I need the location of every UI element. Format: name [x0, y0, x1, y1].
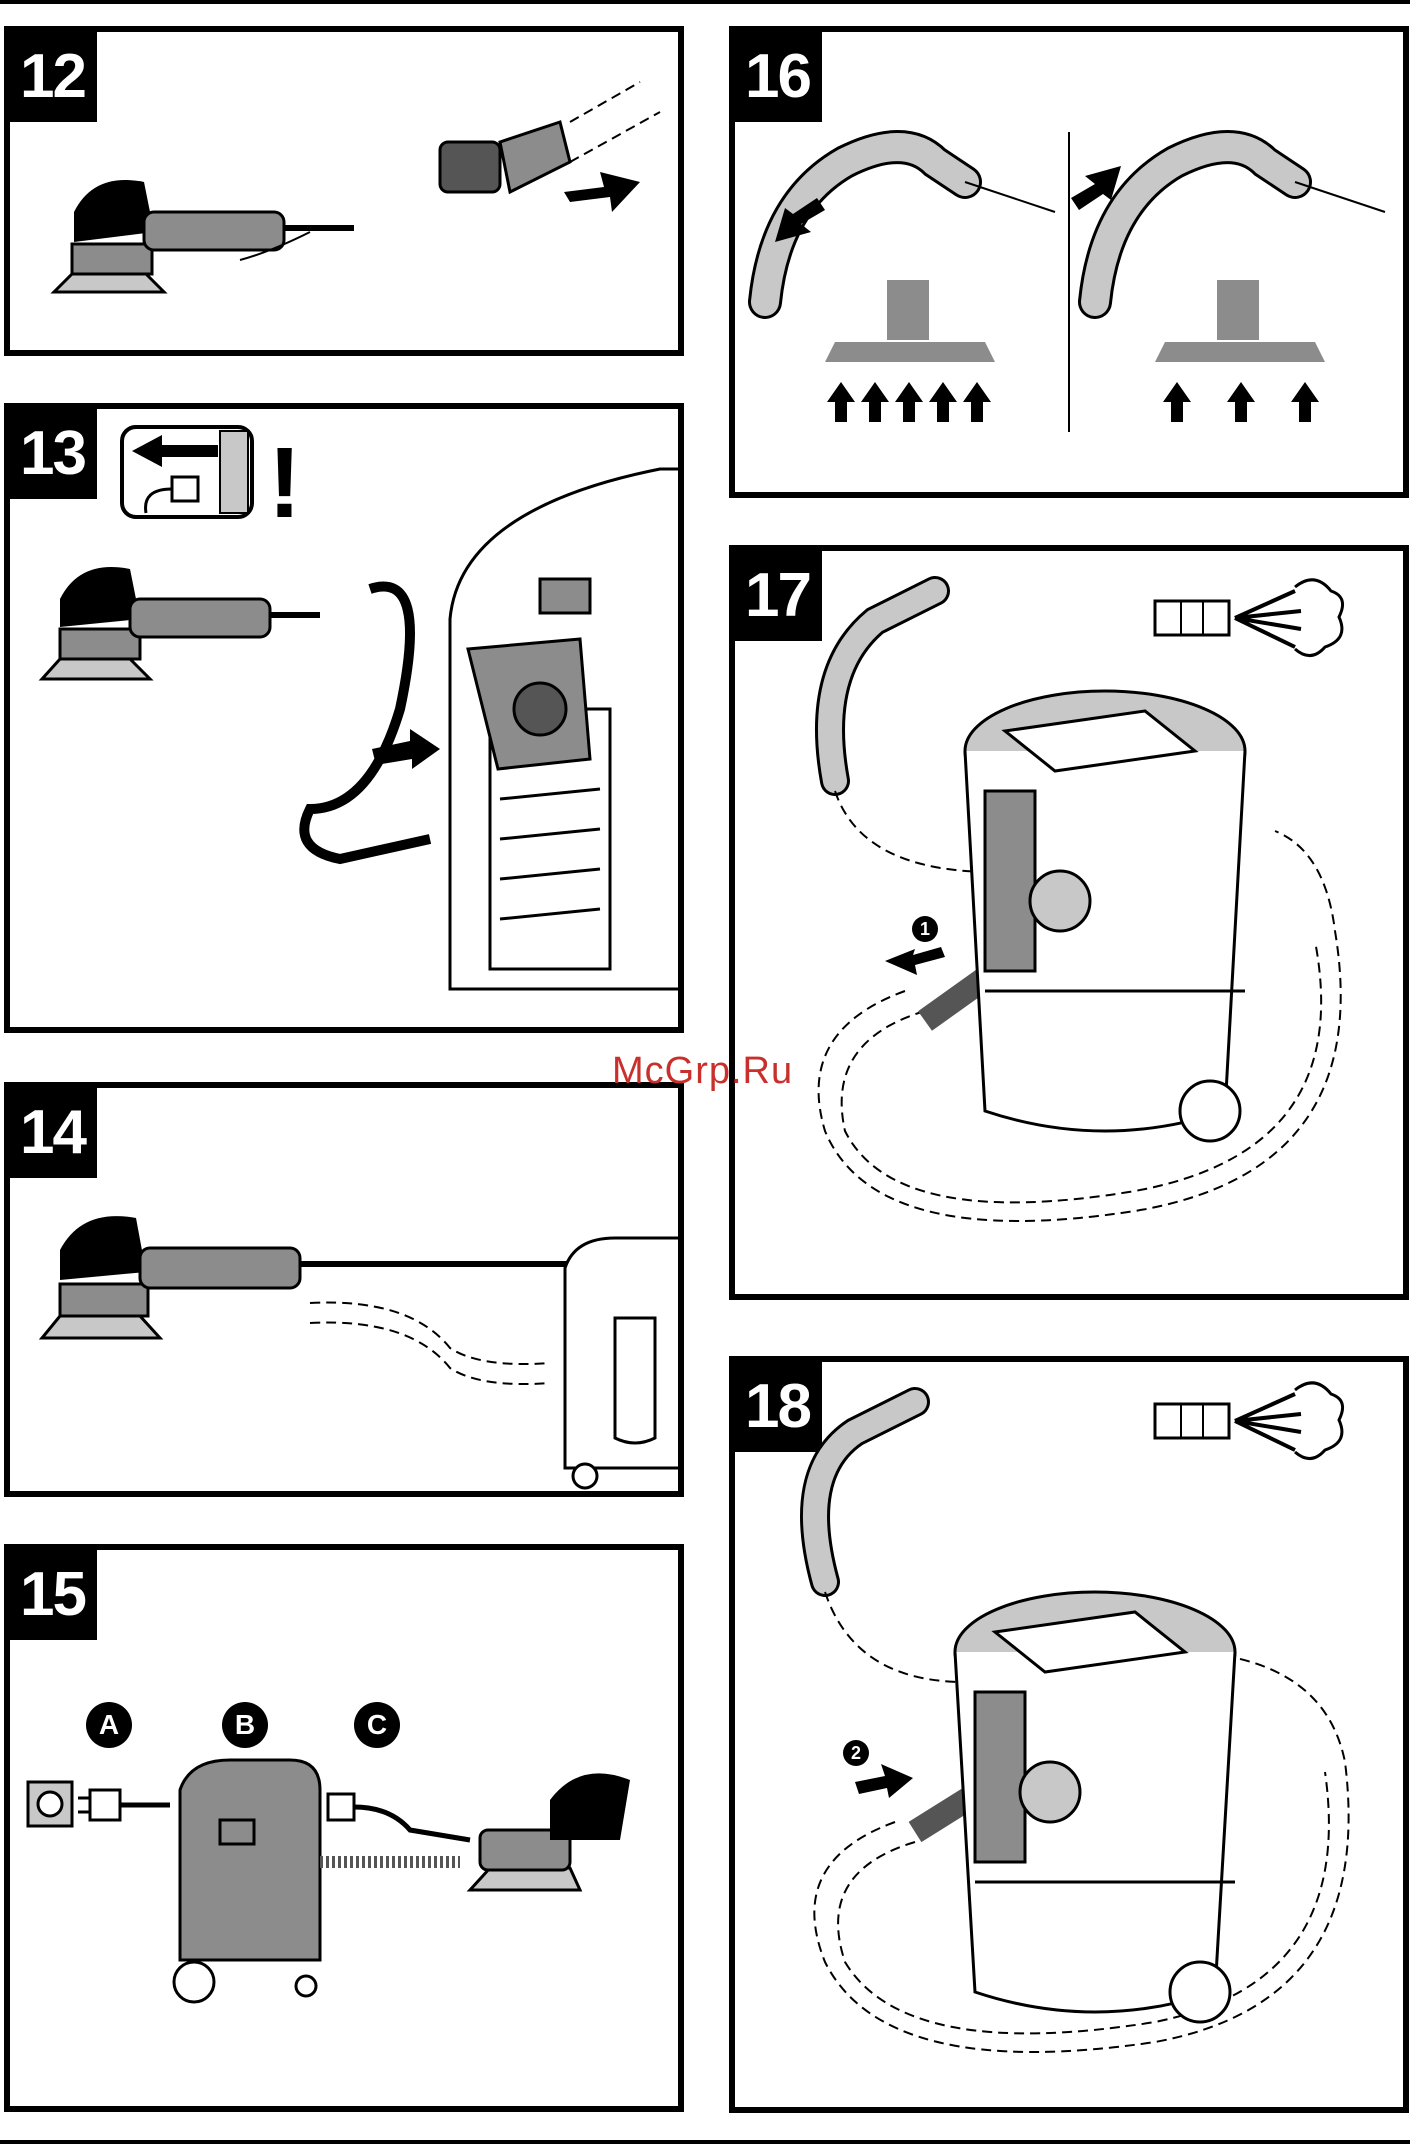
- vacuum-icon: [965, 691, 1245, 1141]
- plug-icon: [78, 1790, 170, 1820]
- plug-icon: [122, 427, 252, 517]
- sander-icon: [42, 567, 320, 679]
- filter-cleaning-icon: [1155, 1383, 1343, 1459]
- arrow-icon: [855, 1764, 913, 1798]
- sander-icon: [470, 1773, 630, 1890]
- vacuum-icon: [955, 1592, 1235, 2022]
- vacuum-icon: [565, 1238, 678, 1488]
- filter-cleaning-icon: [1155, 580, 1343, 656]
- plug-icon: [328, 1794, 470, 1840]
- hose-icon: [310, 1303, 550, 1364]
- panel-13: 13 !: [4, 403, 684, 1033]
- nozzle-icon: [825, 280, 1325, 362]
- panel-12: 12: [4, 26, 684, 356]
- bottom-rule: [0, 2140, 1410, 2144]
- hose-icon: [440, 82, 660, 192]
- arrow-icon: [372, 729, 440, 769]
- hose-icon: [765, 147, 1385, 302]
- sander-icon: [54, 180, 354, 292]
- power-cord: [304, 587, 430, 860]
- vacuum-icon: [450, 469, 678, 989]
- panel-18: 18 2: [729, 1356, 1409, 2113]
- sander-icon: [42, 1216, 300, 1338]
- panel-17: 17 1: [729, 545, 1409, 1300]
- arrow-icon: [564, 172, 640, 212]
- panel-16: 16: [729, 26, 1409, 498]
- watermark: McGrp.Ru: [612, 1050, 793, 1093]
- vacuum-icon: [174, 1760, 320, 2002]
- panel-14: 14: [4, 1082, 684, 1497]
- panel-15: 15 A B C: [4, 1544, 684, 2112]
- warning-mark: !: [268, 427, 301, 539]
- airflow-arrows: [827, 382, 1319, 422]
- socket-icon: [28, 1782, 72, 1826]
- arrow-icon: [885, 947, 945, 975]
- top-rule: [0, 0, 1410, 4]
